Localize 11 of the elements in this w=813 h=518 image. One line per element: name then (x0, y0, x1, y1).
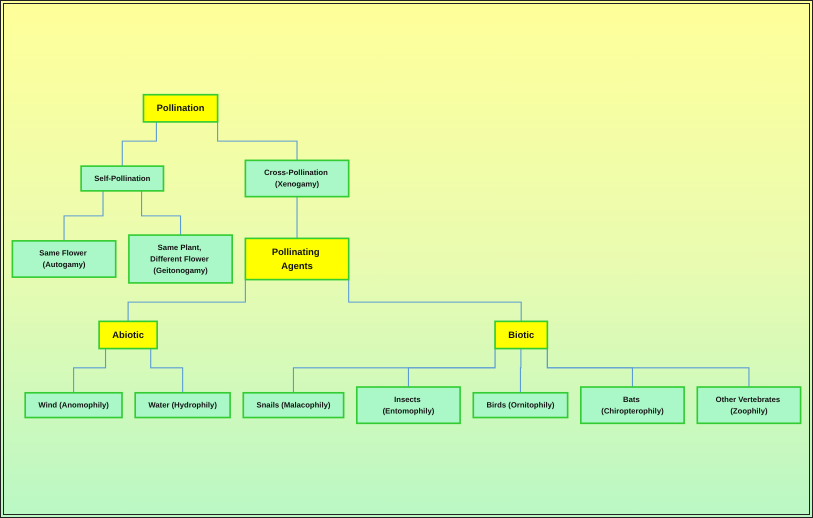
connector (122, 122, 157, 167)
node-box: Biotic (494, 320, 548, 350)
connector (296, 196, 298, 239)
connector (73, 348, 106, 394)
node-box: Abiotic (98, 320, 158, 350)
connector (520, 348, 522, 394)
node-box: Pollinating Agents (244, 238, 350, 280)
connector (150, 348, 184, 394)
node-box: Pollination (142, 94, 218, 123)
connector (141, 190, 182, 236)
connector (64, 190, 104, 242)
